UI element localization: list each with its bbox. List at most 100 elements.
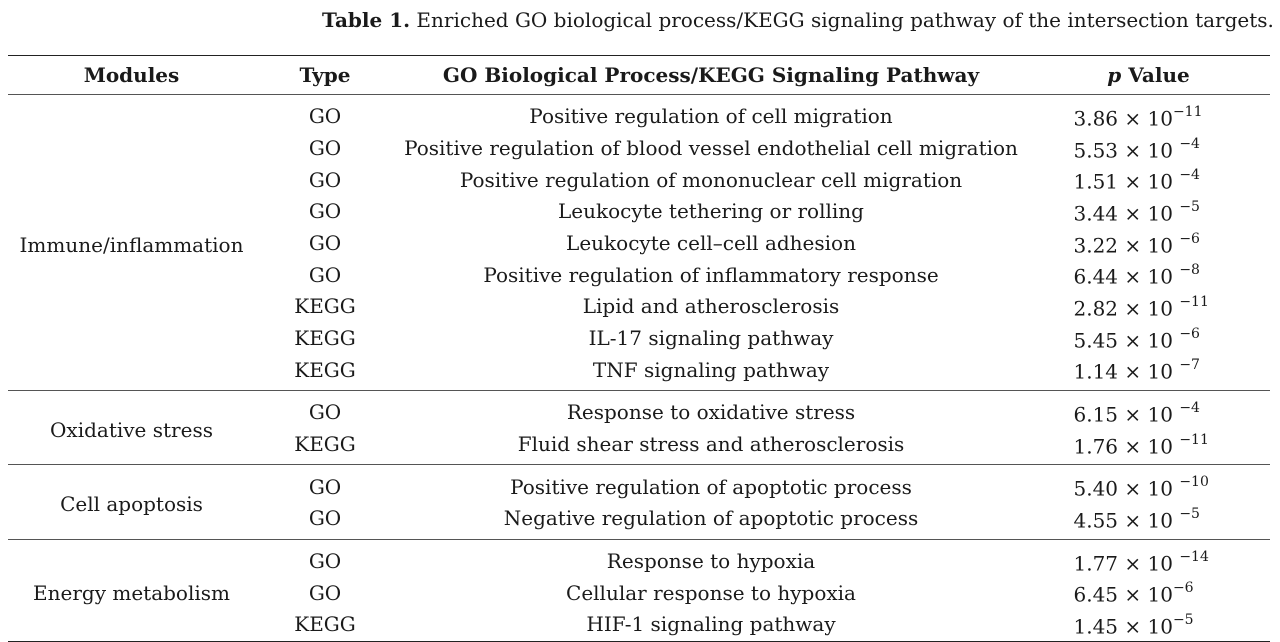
p-value-mantissa: 5.45 × 10 bbox=[1073, 328, 1180, 353]
p-value: 6.45 × 10−6 bbox=[1074, 577, 1224, 609]
header-p-rest: Value bbox=[1121, 63, 1190, 87]
p-value-mantissa: 6.15 × 10 bbox=[1073, 402, 1180, 427]
p-value-exponent: −14 bbox=[1179, 548, 1209, 565]
type-cell: KEGG bbox=[294, 325, 356, 350]
p-value: 1.51 × 10 −4 bbox=[1074, 164, 1224, 196]
module-cell: Cell apoptosis bbox=[8, 464, 255, 540]
p-value: 1.45 × 10−5 bbox=[1074, 609, 1224, 641]
process-cell: Negative regulation of apoptotic process bbox=[395, 502, 1027, 540]
p-value: 5.53 × 10 −4 bbox=[1074, 133, 1224, 165]
p-value-cell: 1.76 × 10 −11 bbox=[1027, 428, 1270, 466]
process-cell: Positive regulation of inflammatory resp… bbox=[483, 262, 939, 287]
type-cell: KEGG bbox=[255, 428, 395, 466]
type-cell: GO bbox=[308, 199, 342, 224]
p-value-cell: 3.86 × 10−11 bbox=[1027, 95, 1270, 133]
header-modules: Modules bbox=[8, 55, 255, 95]
table-row: Oxidative stress GO Response to oxidative … bbox=[8, 390, 1270, 466]
p-value: 1.14 × 10 −7 bbox=[1074, 354, 1224, 386]
p-value-cell: 6.45 × 10−6 bbox=[1027, 577, 1270, 609]
header-process: GO Biological Process/KEGG Signaling Pat… bbox=[395, 55, 1027, 95]
type-cell: GO bbox=[308, 474, 342, 499]
p-value: 3.22 × 10 −6 bbox=[1074, 228, 1224, 260]
type-cell: KEGG bbox=[255, 354, 395, 391]
p-value-exponent: −4 bbox=[1179, 399, 1200, 416]
p-value: 4.55 × 10 −5 bbox=[1074, 503, 1224, 535]
p-value-exponent: −5 bbox=[1179, 198, 1200, 215]
caption-text: Enriched GO biological process/KEGG sign… bbox=[410, 8, 1274, 32]
type-cell: GO bbox=[308, 262, 342, 287]
p-value-exponent: −4 bbox=[1179, 135, 1200, 152]
type-cell: GO bbox=[308, 580, 342, 605]
p-value-mantissa: 6.44 × 10 bbox=[1073, 264, 1180, 289]
process-cell: IL-17 signaling pathway bbox=[588, 325, 834, 350]
p-value-cell: 1.14 × 10 −7 bbox=[1027, 354, 1270, 391]
p-value-cell: 4.55 × 10 −5 bbox=[1027, 502, 1270, 540]
p-value: 6.44 × 10 −8 bbox=[1074, 259, 1224, 291]
process-cell: Positive regulation of mononuclear cell … bbox=[459, 167, 963, 192]
p-value-mantissa: 1.14 × 10 bbox=[1073, 359, 1180, 384]
p-value-exponent: −6 bbox=[1172, 580, 1194, 597]
type-cell: GO bbox=[308, 167, 342, 192]
p-value-mantissa: 2.82 × 10 bbox=[1073, 296, 1180, 321]
process-cell: HIF-1 signaling pathway bbox=[395, 608, 1027, 642]
p-value-cell: 3.22 × 10 −6 bbox=[1027, 228, 1270, 260]
p-value-mantissa: 1.45 × 10 bbox=[1073, 614, 1173, 639]
p-value-mantissa: 4.55 × 10 bbox=[1073, 508, 1180, 533]
p-value-mantissa: 3.22 × 10 bbox=[1073, 233, 1180, 258]
p-value-exponent: −5 bbox=[1172, 611, 1194, 628]
table-row: GO Positive regulation of mononuclear cel… bbox=[8, 164, 1270, 196]
p-value-mantissa: 3.44 × 10 bbox=[1073, 201, 1180, 226]
p-value: 3.44 × 10 −5 bbox=[1074, 196, 1224, 228]
table-row: GO Positive regulation of inflammatory re… bbox=[8, 259, 1270, 291]
process-cell: Leukocyte tethering or rolling bbox=[558, 199, 864, 224]
p-value-cell: 5.40 × 10 −10 bbox=[1027, 465, 1270, 503]
p-value-cell: 6.44 × 10 −8 bbox=[1027, 259, 1270, 291]
table-caption: Table 1. Enriched GO biological process/… bbox=[322, 6, 1274, 34]
p-value-cell: 5.53 × 10 −4 bbox=[1027, 133, 1270, 165]
p-value: 1.76 × 10 −11 bbox=[1074, 429, 1224, 461]
p-value: 2.82 × 10 −11 bbox=[1074, 291, 1224, 323]
p-value-exponent: −11 bbox=[1179, 431, 1209, 448]
p-value: 1.77 × 10 −14 bbox=[1074, 546, 1224, 578]
header-type: Type bbox=[255, 55, 395, 95]
p-value-mantissa: 1.51 × 10 bbox=[1073, 169, 1180, 194]
p-value-exponent: −6 bbox=[1179, 325, 1200, 342]
type-cell: GO bbox=[308, 230, 342, 255]
process-cell: Cellular response to hypoxia bbox=[566, 580, 856, 605]
type-cell: GO bbox=[308, 400, 342, 425]
table-row: GO Leukocyte tethering or rolling 3.44 × 1… bbox=[8, 196, 1270, 228]
table-row: GO Leukocyte cell–cell adhesion 3.22 × 10 … bbox=[8, 228, 1270, 260]
type-cell: GO bbox=[308, 104, 342, 129]
p-value-exponent: −11 bbox=[1179, 293, 1209, 310]
p-value-mantissa: 3.86 × 10 bbox=[1073, 106, 1173, 131]
p-value-exponent: −4 bbox=[1179, 167, 1200, 184]
type-cell: KEGG bbox=[294, 294, 356, 319]
p-value-cell: 2.82 × 10 −11 bbox=[1027, 291, 1270, 323]
process-cell: Positive regulation of apoptotic process bbox=[510, 474, 912, 499]
process-cell: Positive regulation of blood vessel endo… bbox=[404, 135, 1018, 160]
p-value-mantissa: 6.45 × 10 bbox=[1073, 582, 1173, 607]
type-cell: KEGG bbox=[255, 608, 395, 642]
p-value-exponent: −11 bbox=[1172, 104, 1203, 120]
process-cell: Fluid shear stress and atherosclerosis bbox=[395, 428, 1027, 466]
p-value-exponent: −10 bbox=[1179, 474, 1209, 491]
table-row: GO Positive regulation of blood vessel en… bbox=[8, 133, 1270, 165]
p-value-exponent: −7 bbox=[1179, 357, 1200, 374]
p-value: 5.45 × 10 −6 bbox=[1074, 323, 1224, 355]
p-value-cell: 1.51 × 10 −4 bbox=[1027, 164, 1270, 196]
type-cell: GO bbox=[308, 135, 342, 160]
p-value: 6.15 × 10 −4 bbox=[1074, 397, 1224, 429]
caption-label: Table 1. bbox=[322, 8, 411, 32]
process-cell: Response to hypoxia bbox=[606, 548, 816, 573]
p-value-exponent: −6 bbox=[1179, 230, 1200, 247]
module-cell: Oxidative stress bbox=[8, 390, 255, 466]
process-cell: Response to oxidative stress bbox=[566, 400, 856, 425]
p-value-mantissa: 1.76 × 10 bbox=[1073, 434, 1180, 459]
p-value-mantissa: 1.77 × 10 bbox=[1073, 551, 1180, 576]
p-value-exponent: −8 bbox=[1179, 262, 1200, 279]
process-cell: Leukocyte cell–cell adhesion bbox=[566, 230, 856, 255]
